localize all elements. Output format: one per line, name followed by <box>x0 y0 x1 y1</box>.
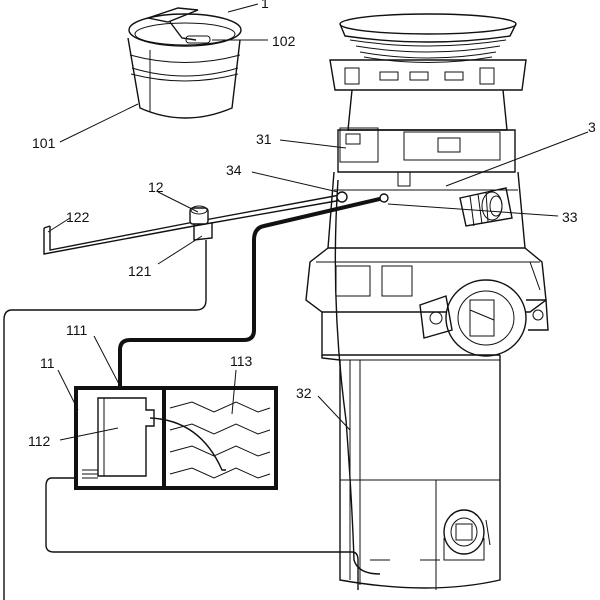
label-1: 1 <box>261 0 269 11</box>
label-12: 12 <box>148 179 164 195</box>
switch-wire <box>43 191 348 255</box>
label-113: 113 <box>230 353 253 369</box>
pneumatic-tube <box>118 196 386 392</box>
reference-labels: 1 102 101 31 3 34 12 33 122 121 111 113 … <box>28 0 596 449</box>
label-34: 34 <box>226 162 242 178</box>
label-121: 121 <box>128 263 152 279</box>
leader-lines <box>47 3 589 441</box>
label-3: 3 <box>588 119 596 135</box>
label-31: 31 <box>256 131 272 147</box>
label-32: 32 <box>296 385 312 401</box>
label-112: 112 <box>28 433 51 449</box>
label-122: 122 <box>66 209 90 225</box>
thin-wires <box>3 240 359 600</box>
label-33: 33 <box>562 209 578 225</box>
label-102: 102 <box>272 33 296 49</box>
label-111: 111 <box>66 322 87 338</box>
control-box <box>74 386 278 490</box>
label-101: 101 <box>32 135 56 151</box>
disposer-body <box>305 13 549 590</box>
stopper-cap <box>127 7 242 119</box>
air-tube <box>334 179 381 575</box>
label-11: 11 <box>40 355 55 371</box>
